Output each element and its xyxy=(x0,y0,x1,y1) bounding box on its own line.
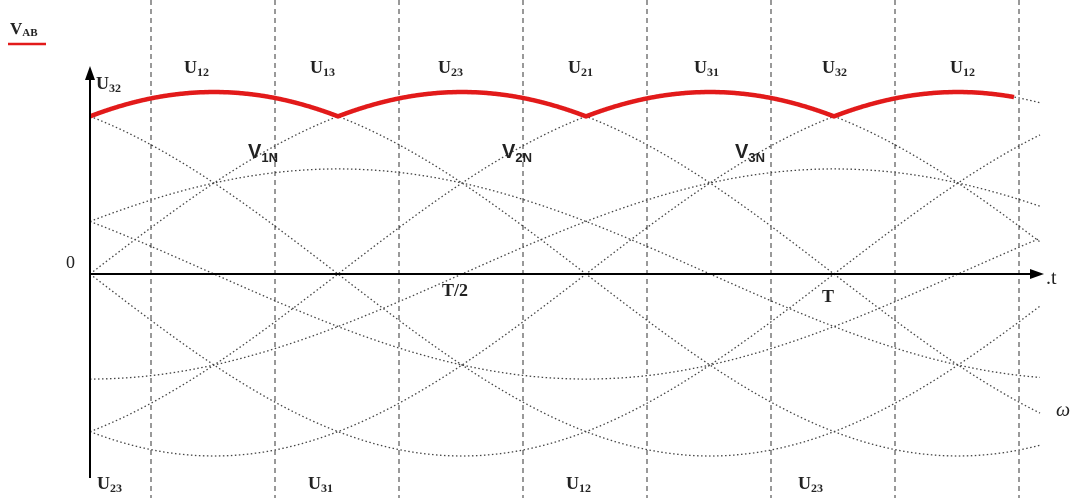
axes xyxy=(85,66,1044,478)
line-voltage-curve xyxy=(89,134,1041,457)
top-label: U13 xyxy=(310,57,335,79)
x-axis-label: .t xyxy=(1046,267,1057,289)
origin-label: 0 xyxy=(66,252,75,272)
y-axis-arrow xyxy=(85,66,95,80)
line-voltage-curve xyxy=(89,115,1041,457)
phase-label: V3N xyxy=(735,141,765,165)
top-label: U23 xyxy=(438,57,463,79)
line-voltage-curve xyxy=(89,91,1041,433)
phase-label: V2N xyxy=(502,141,532,165)
top-label: U12 xyxy=(184,57,209,79)
top-label: U31 xyxy=(694,57,719,79)
bottom-label: U31 xyxy=(308,473,333,495)
x-axis-arrow xyxy=(1030,269,1044,279)
phase-label: V1N xyxy=(248,141,278,165)
phase-voltage-curve xyxy=(89,220,1041,380)
vertical-grid xyxy=(150,0,1020,498)
bottom-label: U23 xyxy=(798,473,823,495)
phase-voltage-curve xyxy=(89,168,1041,379)
half-period-label: T/2 xyxy=(442,280,468,300)
top-label: U32 xyxy=(96,73,121,95)
top-label: U12 xyxy=(950,57,975,79)
bottom-label: U12 xyxy=(566,473,591,495)
rectified-envelope xyxy=(88,89,1016,119)
top-labels: U32 U12 U13 U23 U21 U31 U32 U12 xyxy=(96,57,975,95)
phase-voltage-curve xyxy=(90,168,1041,380)
bottom-labels: U23 U31 U12 U23 xyxy=(97,473,823,495)
phase-labels: V1N V2N V3N xyxy=(248,141,765,165)
omega-glyph: ω xyxy=(1056,399,1070,421)
legend-label: VAB xyxy=(10,19,38,39)
top-label: U32 xyxy=(822,57,847,79)
line-voltage-curve xyxy=(89,91,1041,414)
top-label: U21 xyxy=(568,57,593,79)
period-label: T xyxy=(822,286,834,306)
sinusoid-curves xyxy=(89,91,1041,457)
bottom-label: U23 xyxy=(97,473,122,495)
